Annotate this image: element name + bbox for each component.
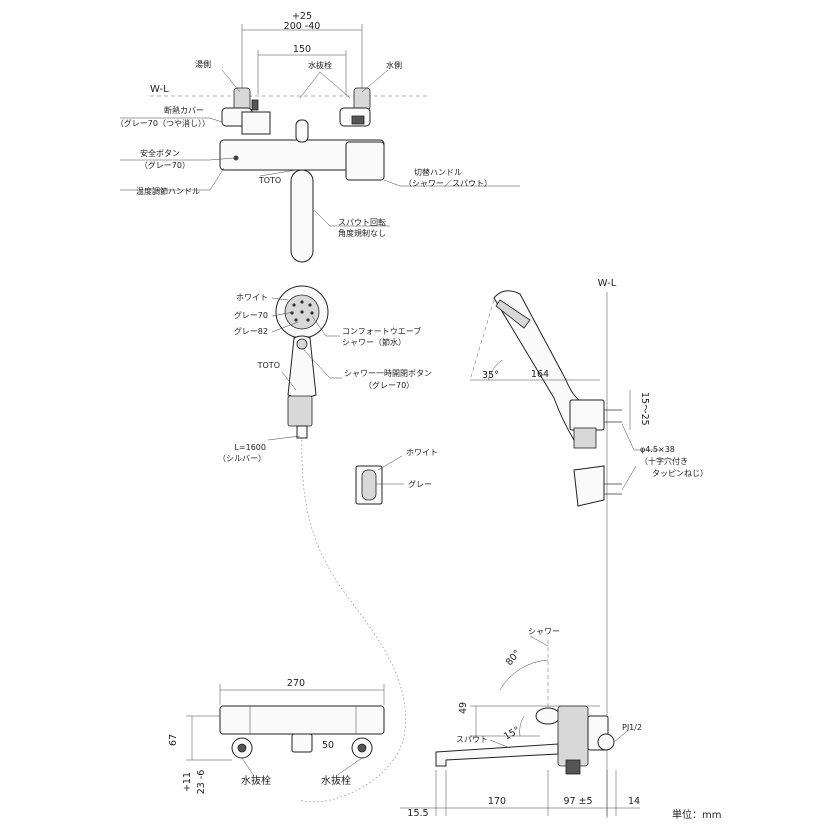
label-insulation-cover: 断熱カバー: [164, 105, 204, 115]
dim-200-40: 200 -40: [284, 21, 321, 32]
angle-35: 35°: [482, 370, 499, 381]
label-shower-mode: シャワー: [528, 627, 560, 636]
bottom-front-view: 270 67 +11 23 -6 50 水抜栓 水抜栓: [168, 678, 385, 795]
spout-pipe: [290, 169, 314, 263]
label-comfort-wave-eco: シャワー（節水）: [342, 337, 406, 347]
bottom-hot-inlet: [231, 737, 253, 759]
dim-97: 97 ±5: [563, 796, 592, 807]
dim-23-6: 23 -6: [196, 770, 207, 795]
hose-path: [299, 439, 406, 803]
bottom-mixer-body: [219, 705, 385, 735]
label-safety-button-color: （グレー70）: [140, 160, 190, 170]
label-insulation-cover-color: （グレー70（つや消し））: [116, 118, 210, 128]
dim-15-5: 15.5: [407, 808, 428, 819]
dim-plus25: +25: [292, 11, 312, 22]
spout-side: [435, 743, 559, 767]
top-front-view: +25 200 -40 150 W-L: [116, 11, 520, 263]
bottom-side-view: 49 80° 15° シャワー スパウト PJ1/2 15.5 170 97 ±…: [400, 627, 721, 821]
label-safety-button: 安全ボタン: [140, 148, 180, 158]
drain-plug-top: [251, 99, 259, 111]
wl-label-side: W-L: [598, 278, 617, 289]
dim-50: 50: [322, 740, 334, 751]
label-head-white: ホワイト: [236, 293, 268, 302]
label-hose-color: （シルバー）: [218, 454, 266, 463]
label-holder-white: ホワイト: [406, 448, 438, 457]
angle-15: 15°: [502, 725, 522, 743]
label-screw-type: （十字穴付き: [640, 456, 688, 466]
angle-80: 80°: [504, 648, 523, 668]
label-holder-gray: グレー: [408, 479, 432, 489]
unit-label: 単位：mm: [672, 808, 721, 821]
dim-170: 170: [488, 796, 506, 807]
dim-15-25: 15～25: [639, 392, 650, 426]
dim-270: 270: [287, 678, 305, 689]
label-spout-rotation-limit: 角度規制なし: [338, 228, 386, 238]
shower-head-side: [493, 290, 593, 441]
hot-inlet-fitting: [221, 87, 271, 135]
switch-handle: [345, 141, 385, 181]
label-brand-shower: TOTO: [257, 361, 280, 370]
shower-head-front: ホワイト グレー70 グレー82 コンフォートウエーブ シャワー（節水） TOT…: [218, 285, 432, 803]
dim-164: 164: [531, 369, 549, 380]
label-brand-top: TOTO: [258, 176, 281, 185]
shower-holder-mount: [287, 395, 313, 427]
label-head-gray82: グレー82: [234, 326, 268, 336]
switch-lever-side: [535, 707, 561, 725]
label-cold-side: 水側: [386, 60, 402, 70]
dim-14: 14: [628, 796, 640, 807]
label-hot-side: 湯側: [195, 59, 211, 69]
label-stop-button-color: （グレー70）: [364, 380, 414, 390]
label-drain-right: 水抜栓: [321, 774, 351, 787]
dim-49: 49: [458, 702, 469, 714]
wl-label-top: W-L: [150, 84, 169, 95]
label-pj: PJ1/2: [622, 723, 642, 732]
cold-inlet-fitting: [339, 87, 371, 127]
side-view: W-L 35° 164 15～25 φ4.5×38 （十字穴付き タッピンねじ）: [469, 278, 708, 818]
label-screw-size: φ4.5×38: [640, 445, 675, 454]
label-hose-length: L=1600: [234, 443, 266, 452]
label-drain-left: 水抜栓: [241, 774, 271, 787]
bottom-spout-stub: [291, 733, 313, 753]
label-stop-button: シャワー一時開閉ボタン: [344, 369, 432, 378]
label-screw-type-2: タッピンねじ）: [652, 469, 708, 478]
dim-150: 150: [293, 44, 311, 55]
shower-stop-button: [296, 338, 308, 350]
label-head-gray70: グレー70: [234, 310, 268, 320]
side-body: [557, 705, 589, 767]
label-drain-plug-top: 水抜栓: [308, 60, 332, 70]
label-spout: スパウト: [456, 735, 488, 744]
safety-button: [233, 155, 239, 161]
holder-detail: ホワイト グレー: [355, 448, 438, 505]
label-switch-handle-modes: （シャワー／スパウト）: [404, 179, 492, 188]
holder-side: [573, 465, 605, 507]
dim-67: 67: [168, 734, 179, 746]
label-spout-rotation: スパウト回転: [338, 218, 386, 227]
dim-plus11: +11: [182, 772, 193, 792]
label-switch-handle: 切替ハンドル: [414, 167, 462, 177]
bottom-cold-inlet: [351, 737, 373, 759]
label-comfort-wave: コンフォートウエーブ: [342, 326, 421, 336]
label-temp-handle: 温度調節ハンドル: [136, 186, 200, 196]
